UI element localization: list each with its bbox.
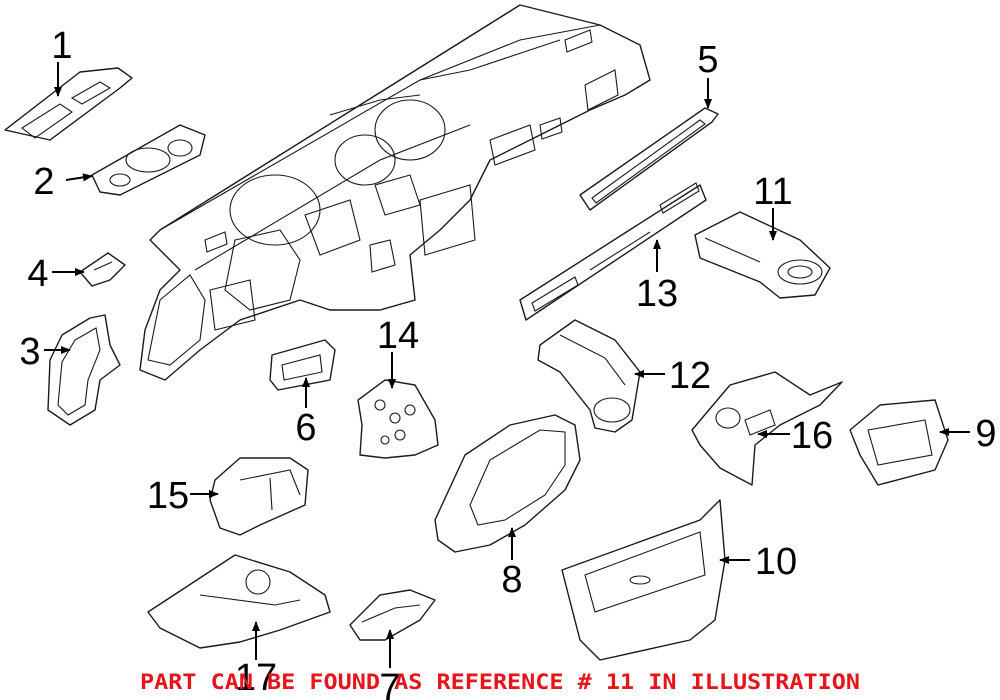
callout-numbers: 1 2 3 4 5 6 7 8 9 10 11 12 13 14 15 16 1… [19,25,996,700]
callout-7: 7 [379,667,400,700]
part-16 [691,371,843,486]
callout-17: 17 [235,657,277,699]
part-12 [537,319,641,433]
callout-11: 11 [753,171,792,213]
callout-5: 5 [697,39,718,81]
callout-12: 12 [669,355,711,397]
part-15 [209,457,309,536]
leader-lines [44,62,970,668]
callout-10: 10 [755,541,797,583]
callout-1: 1 [51,25,72,67]
part-1 [4,67,133,141]
part-4 [79,252,126,287]
part-6 [269,339,336,391]
part-14 [357,379,439,459]
part-8 [434,414,581,553]
callout-4: 4 [27,253,48,295]
part-11 [694,211,831,299]
callout-6: 6 [295,407,316,449]
part-3 [47,314,121,426]
part-17 [147,554,331,649]
part-9 [849,399,949,486]
callout-8: 8 [501,559,522,601]
part-7 [349,589,436,641]
reference-note: PART CAN BE FOUND AS REFERENCE # 11 IN I… [140,670,860,694]
callout-13: 13 [636,273,678,315]
dashboard-assembly [139,4,651,381]
callout-16: 16 [791,415,833,457]
callout-15: 15 [147,475,189,517]
callout-9: 9 [975,413,996,455]
callout-14: 14 [377,315,419,357]
part-13 [519,182,707,321]
part-5 [579,107,719,211]
part-2 [91,124,206,196]
callout-3: 3 [19,331,40,373]
part-10 [561,499,726,661]
callout-2: 2 [33,161,54,203]
